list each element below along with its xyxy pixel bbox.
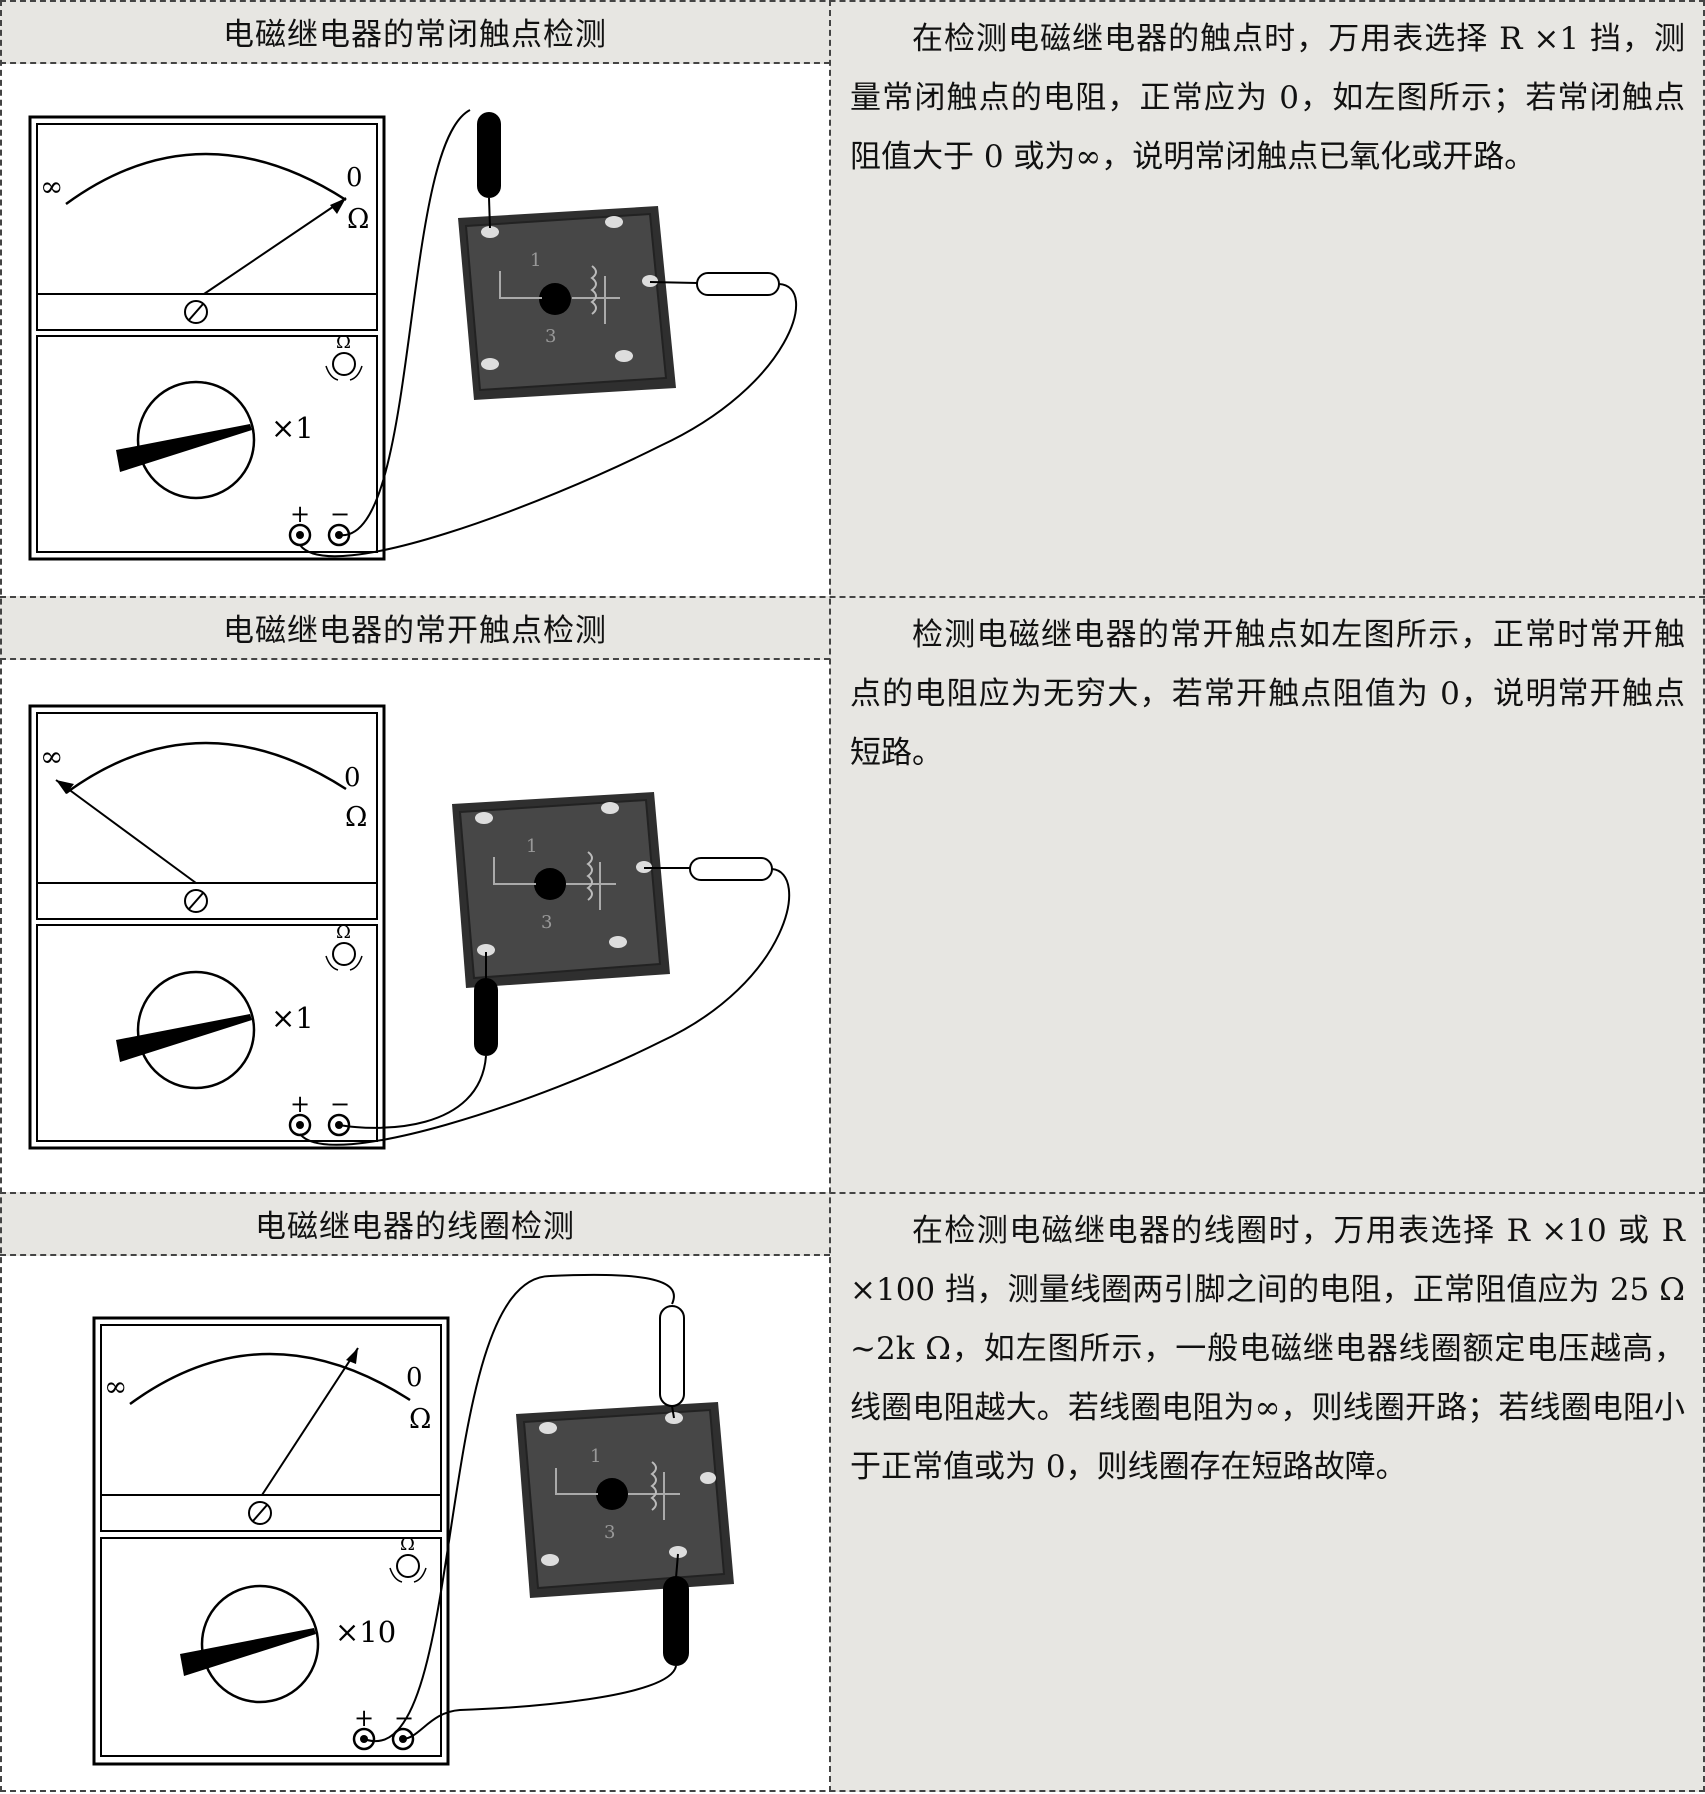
ohm-adjust-icon[interactable]: Ω <box>325 332 363 381</box>
left-cell: 电磁继电器的常闭触点检测 ∞ 0 Ω <box>0 0 830 596</box>
meter-pointer <box>55 779 197 884</box>
scale-infinity: ∞ <box>40 170 63 203</box>
column-divider <box>829 0 831 1792</box>
plus-label: + <box>290 500 310 528</box>
scale-arc <box>129 1352 411 1406</box>
range-knob-pointer <box>116 424 252 472</box>
diagram-no-contact: ∞ 0 Ω Ω <box>0 662 830 1194</box>
multimeter: ∞ 0 Ω Ω <box>28 115 386 561</box>
row-divider <box>0 1192 1705 1194</box>
plus-label: + <box>354 1704 374 1732</box>
minus-label: − <box>330 500 350 528</box>
svg-text:Ω: Ω <box>336 922 351 943</box>
scale-infinity: ∞ <box>104 1370 127 1403</box>
section-header: 电磁继电器的常闭触点检测 <box>0 0 830 64</box>
scale-ohm: Ω <box>409 1404 431 1435</box>
zero-adjust-screw[interactable] <box>248 1501 272 1525</box>
left-cell: 电磁继电器的线圈检测 ∞ 0 Ω <box>0 1192 830 1792</box>
range-label: ×1 <box>271 1001 314 1035</box>
right-cell: 检测电磁继电器的常开触点如左图所示，正常时常开触点的电阻应为无穷大，若常开触点阻… <box>830 596 1705 1192</box>
range-knob-pointer <box>180 1628 316 1676</box>
minus-label: − <box>330 1090 350 1118</box>
row-divider <box>0 596 1705 598</box>
pin-label-3: 3 <box>545 326 556 347</box>
relay: 1 3 <box>452 792 670 988</box>
meter-pointer <box>203 197 347 295</box>
multimeter: ∞ 0 Ω Ω <box>28 704 386 1150</box>
zero-adjust-screw[interactable] <box>184 300 208 324</box>
svg-text:Ω: Ω <box>400 1534 415 1555</box>
meter-pointer <box>261 1347 359 1496</box>
diagram-coil: ∞ 0 Ω Ω <box>0 1258 830 1794</box>
red-probe-wire <box>299 283 798 558</box>
section-description: 检测电磁继电器的常开触点如左图所示，正常时常开触点的电阻应为无穷大，若常开触点阻… <box>850 617 1685 771</box>
scale-zero: 0 <box>344 763 361 793</box>
scale-arc <box>65 741 347 795</box>
ohm-adjust-icon[interactable]: Ω <box>389 1534 427 1583</box>
scale-zero: 0 <box>406 1363 423 1393</box>
section-description: 在检测电磁继电器的触点时，万用表选择 R ×1 挡，测量常闭触点的电阻，正常应为… <box>850 21 1685 175</box>
range-label: ×1 <box>271 411 314 445</box>
right-cell: 在检测电磁继电器的触点时，万用表选择 R ×1 挡，测量常闭触点的电阻，正常应为… <box>830 0 1705 596</box>
svg-text:Ω: Ω <box>336 332 351 353</box>
pin-label-1: 1 <box>526 836 537 857</box>
red-probe-wire <box>299 868 791 1146</box>
pin-label-3: 3 <box>541 912 552 933</box>
plus-label: + <box>290 1090 310 1118</box>
black-probe-wire <box>402 1665 677 1740</box>
pin-label-1: 1 <box>590 1446 601 1467</box>
section-description: 在检测电磁继电器的线圈时，万用表选择 R ×10 或 R ×100 挡，测量线圈… <box>850 1213 1685 1485</box>
scale-ohm: Ω <box>347 204 369 235</box>
section-header: 电磁继电器的常开触点检测 <box>0 596 830 660</box>
multimeter: ∞ 0 Ω Ω <box>92 1316 450 1766</box>
relay: 1 3 <box>516 1402 734 1598</box>
zero-adjust-screw[interactable] <box>184 889 208 913</box>
section-coil: 电磁继电器的线圈检测 ∞ 0 Ω <box>0 1192 1705 1792</box>
section-header: 电磁继电器的线圈检测 <box>0 1192 830 1256</box>
scale-arc <box>65 152 347 206</box>
scale-ohm: Ω <box>345 802 367 833</box>
black-probe[interactable] <box>477 112 501 198</box>
section-nc-contact: 电磁继电器的常闭触点检测 ∞ 0 Ω <box>0 0 1705 596</box>
relay: 1 3 <box>458 206 676 400</box>
red-probe-wire <box>363 1273 675 1743</box>
diagram-nc-contact: ∞ 0 Ω Ω <box>0 66 830 598</box>
range-knob-pointer <box>116 1014 252 1062</box>
scale-infinity: ∞ <box>40 740 63 773</box>
left-cell: 电磁继电器的常开触点检测 ∞ 0 Ω <box>0 596 830 1192</box>
black-probe[interactable] <box>663 1576 689 1666</box>
ohm-adjust-icon[interactable]: Ω <box>325 922 363 971</box>
scale-zero: 0 <box>346 163 363 193</box>
pin-label-3: 3 <box>604 1522 615 1543</box>
range-label: ×10 <box>335 1615 396 1649</box>
right-cell: 在检测电磁继电器的线圈时，万用表选择 R ×10 或 R ×100 挡，测量线圈… <box>830 1192 1705 1792</box>
black-probe-wire <box>338 109 471 537</box>
section-no-contact: 电磁继电器的常开触点检测 ∞ 0 Ω <box>0 596 1705 1192</box>
black-probe[interactable] <box>474 978 498 1056</box>
black-probe-wire <box>338 1055 487 1129</box>
pin-label-1: 1 <box>530 250 541 271</box>
